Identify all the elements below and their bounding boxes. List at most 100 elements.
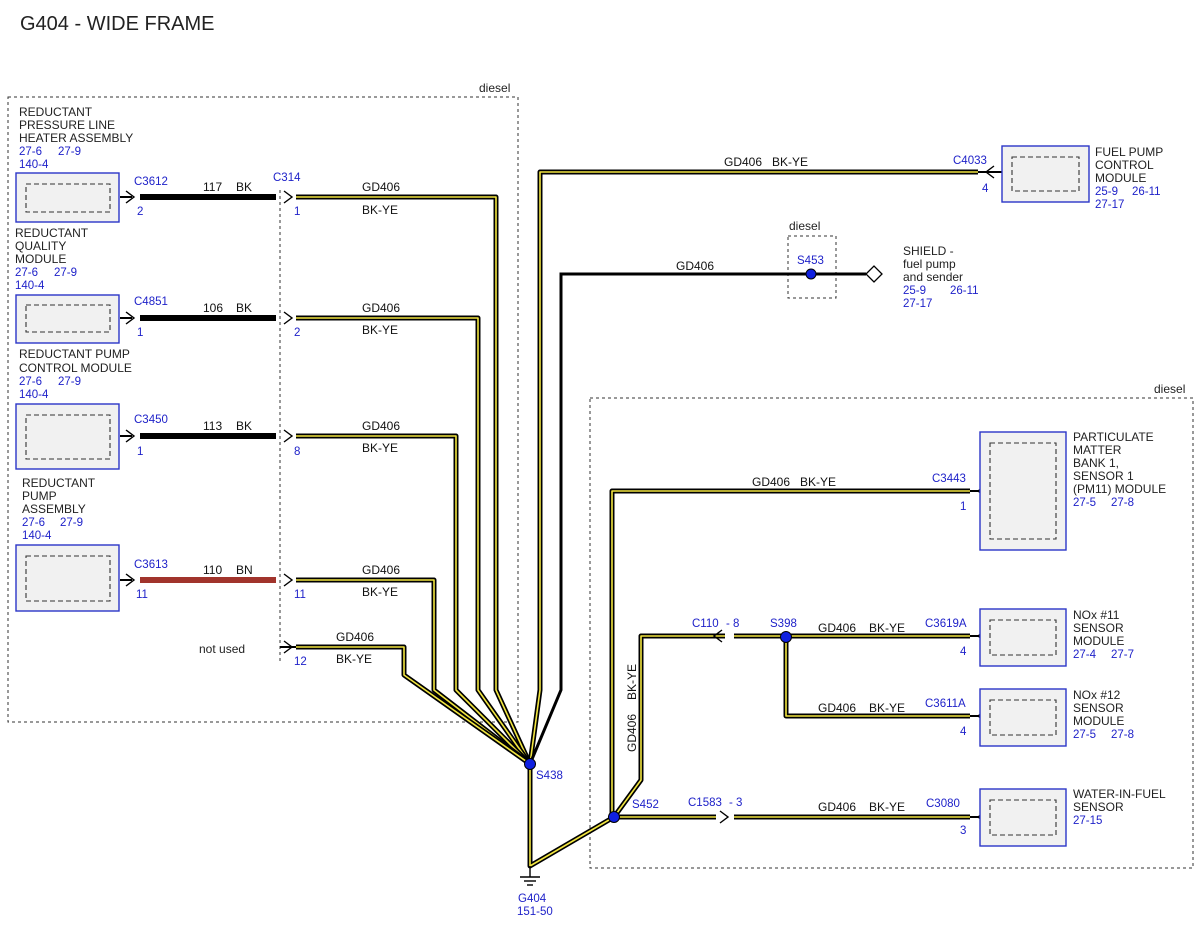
- fuel-pump-control-module[interactable]: FUEL PUMP CONTROL MODULE 25-9 26-11 27-1…: [1001, 145, 1163, 211]
- svg-text:GD406: GD406: [625, 714, 639, 752]
- reductant-quality-module[interactable]: REDUCTANT QUALITY MODULE 27-6 27-9 140-4: [15, 226, 120, 344]
- reductant-pump-control-module[interactable]: REDUCTANT PUMP CONTROL MODULE 27-6 27-9 …: [15, 347, 132, 470]
- svg-text:FUEL PUMP: FUEL PUMP: [1095, 145, 1163, 159]
- water-in-fuel-sensor[interactable]: WATER-IN-FUEL SENSOR 27-15: [979, 787, 1166, 847]
- c3450-arrow-icon: [125, 429, 136, 443]
- svg-text:MODULE: MODULE: [1073, 714, 1124, 728]
- svg-text:140-4: 140-4: [19, 389, 49, 401]
- svg-text:ASSEMBLY: ASSEMBLY: [22, 502, 86, 516]
- c110-pin: - 8: [726, 618, 739, 630]
- svg-text:NOx #11: NOx #11: [1073, 608, 1120, 622]
- svg-text:27-15: 27-15: [1073, 815, 1102, 827]
- svg-text:WATER-IN-FUEL: WATER-IN-FUEL: [1073, 787, 1166, 801]
- svg-text:27-9: 27-9: [58, 146, 81, 158]
- c314-pin2-arrow-icon: [283, 311, 294, 325]
- svg-text:GD406: GD406: [724, 155, 762, 169]
- c4851-label: C4851: [134, 296, 168, 308]
- svg-text:27-5: 27-5: [1073, 729, 1096, 741]
- svg-text:BK: BK: [236, 301, 252, 315]
- svg-text:SENSOR: SENSOR: [1073, 701, 1124, 715]
- svg-text:140-4: 140-4: [19, 159, 49, 171]
- c1583-pin: - 3: [729, 797, 742, 809]
- c3612-arrow-icon: [125, 190, 136, 204]
- splice-s398[interactable]: [780, 631, 792, 643]
- splice-s438-label: S438: [536, 770, 563, 782]
- svg-text:BK-YE: BK-YE: [362, 441, 398, 455]
- svg-text:GD406: GD406: [362, 301, 400, 315]
- diesel-region-s453-label: diesel: [789, 219, 820, 233]
- svg-text:110: 110: [203, 563, 222, 577]
- gd406-shield-wire[interactable]: [528, 272, 811, 765]
- reductant-pump-assembly[interactable]: REDUCTANT PUMP ASSEMBLY 27-6 27-9 140-4: [15, 476, 120, 612]
- diesel-region-left: [7, 96, 519, 723]
- svg-text:117: 117: [203, 180, 222, 194]
- c3450-pin: 1: [137, 446, 143, 458]
- svg-text:113: 113: [203, 419, 222, 433]
- c1583-label: C1583: [688, 797, 722, 809]
- nox-11-sensor-module[interactable]: NOx #11 SENSOR MODULE 27-4 27-7: [979, 608, 1134, 667]
- shield-diamond-icon: [865, 265, 883, 283]
- c3613-arrow-icon: [125, 573, 136, 587]
- svg-text:25-9: 25-9: [903, 285, 926, 297]
- svg-text:BK-YE: BK-YE: [869, 800, 905, 814]
- c3619a-pin: 4: [960, 646, 967, 658]
- svg-text:27-6: 27-6: [19, 146, 42, 158]
- c3080-label: C3080: [926, 798, 960, 810]
- diesel-region-right: [589, 397, 1194, 869]
- svg-text:26-11: 26-11: [1132, 186, 1161, 198]
- c110-label: C110: [692, 618, 719, 630]
- c3612-label: C3612: [134, 176, 168, 188]
- c4851-pin: 1: [137, 327, 143, 339]
- svg-text:(PM11) MODULE: (PM11) MODULE: [1073, 482, 1166, 496]
- c3613-label: C3613: [134, 559, 168, 571]
- svg-text:REDUCTANT PUMP: REDUCTANT PUMP: [19, 347, 130, 361]
- gd406-left-harness[interactable]: [296, 194, 533, 767]
- svg-text:25-9: 25-9: [1095, 186, 1118, 198]
- svg-text:GD406: GD406: [362, 563, 400, 577]
- svg-text:BK-YE: BK-YE: [362, 323, 398, 337]
- svg-text:NOx #12: NOx #12: [1073, 688, 1121, 702]
- reductant-pressure-line-heater-assembly[interactable]: REDUCTANT PRESSURE LINE HEATER ASSEMBLY …: [15, 105, 133, 223]
- ground-g404-icon[interactable]: [520, 866, 540, 886]
- svg-text:PUMP: PUMP: [22, 489, 57, 503]
- svg-text:GD406: GD406: [336, 630, 374, 644]
- c3612-pin: 2: [137, 206, 143, 218]
- not-used-label: not used: [199, 642, 245, 656]
- splice-s398-label: S398: [770, 618, 797, 630]
- svg-text:GD406: GD406: [676, 259, 714, 273]
- particulate-matter-sensor-module[interactable]: PARTICULATE MATTER BANK 1, SENSOR 1 (PM1…: [979, 430, 1166, 551]
- splice-s438[interactable]: [524, 758, 536, 770]
- nox-12-sensor-module[interactable]: NOx #12 SENSOR MODULE 27-5 27-8: [979, 688, 1134, 747]
- svg-text:27-8: 27-8: [1111, 729, 1134, 741]
- splice-s453[interactable]: [805, 268, 817, 280]
- page-title: G404 - WIDE FRAME: [20, 13, 214, 35]
- c314-pin-1: 1: [294, 206, 300, 218]
- c3619a-label: C3619A: [925, 618, 967, 630]
- svg-text:27-8: 27-8: [1111, 497, 1134, 509]
- svg-text:BANK 1,: BANK 1,: [1073, 456, 1119, 470]
- svg-text:CONTROL: CONTROL: [1095, 158, 1154, 172]
- c4033-label: C4033: [953, 155, 987, 167]
- c314-label: C314: [273, 172, 301, 184]
- svg-text:BK-YE: BK-YE: [625, 664, 639, 700]
- c3450-label: C3450: [134, 414, 168, 426]
- svg-text:PARTICULATE: PARTICULATE: [1073, 430, 1154, 444]
- svg-text:MATTER: MATTER: [1073, 443, 1122, 457]
- svg-text:GD406: GD406: [818, 701, 856, 715]
- svg-text:BN: BN: [236, 563, 253, 577]
- c314-pin-2: 2: [294, 327, 300, 339]
- svg-text:MODULE: MODULE: [1095, 171, 1146, 185]
- svg-text:27-6: 27-6: [22, 517, 45, 529]
- gd406-right-harness[interactable]: [609, 488, 970, 820]
- c3443-pin: 1: [960, 501, 966, 513]
- c3443-label: C3443: [932, 473, 966, 485]
- svg-text:GD406: GD406: [752, 475, 790, 489]
- svg-text:27-7: 27-7: [1111, 649, 1134, 661]
- shield-fuel-pump-sender[interactable]: SHIELD - fuel pump and sender 25-9 26-11…: [903, 244, 979, 310]
- c1583-arrow-icon: [719, 810, 730, 824]
- svg-text:REDUCTANT: REDUCTANT: [15, 226, 89, 240]
- svg-text:GD406: GD406: [818, 621, 856, 635]
- svg-text:106: 106: [203, 301, 223, 315]
- splice-s452[interactable]: [608, 811, 620, 823]
- svg-text:SENSOR: SENSOR: [1073, 621, 1124, 635]
